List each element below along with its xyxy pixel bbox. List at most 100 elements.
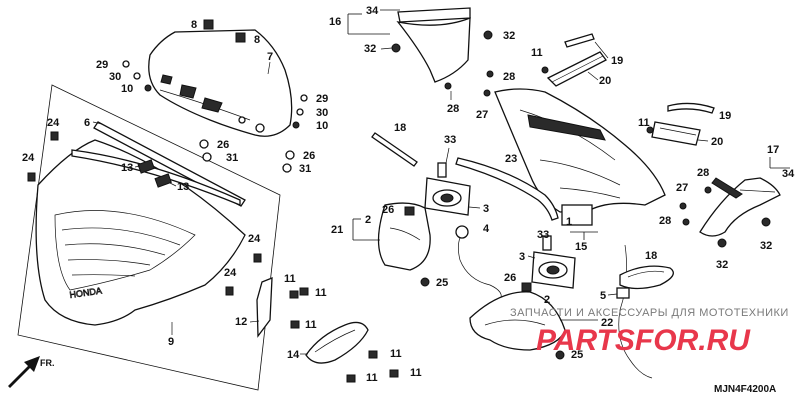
- upper-inner-panel: [391, 7, 494, 90]
- side-trim-12: [256, 277, 273, 338]
- garnish-lower: [646, 102, 715, 146]
- oval-trim-18b: 18: [619, 250, 674, 290]
- callout-24a: 24: [47, 117, 60, 129]
- callout-14: 14: [287, 349, 300, 361]
- callout-8b: 8: [254, 34, 260, 46]
- callout-24c: 24: [248, 233, 261, 245]
- callout-17: 17: [767, 144, 779, 156]
- callout-21: 21: [331, 224, 343, 236]
- callout-27b: 27: [676, 182, 688, 194]
- callout-10a: 10: [121, 83, 133, 95]
- garnish-callouts: 11 19 20 11 19 20: [531, 41, 731, 148]
- callout-28c: 28: [697, 167, 709, 179]
- top-trim-strip: [93, 121, 246, 207]
- front-direction-arrow: FR.: [8, 356, 55, 388]
- callout-34b: 34: [782, 168, 795, 180]
- callout-20b: 20: [711, 136, 723, 148]
- side-panel-callouts: 11 11 12 11 14 11 11 11: [235, 273, 422, 384]
- callout-23: 23: [505, 153, 517, 165]
- callout-18b: 18: [645, 250, 657, 262]
- callout-11d: 11: [390, 348, 402, 360]
- right-panel-callouts: 17 34 27 28 28 32 32: [659, 144, 795, 271]
- inner-cowl: [494, 88, 666, 226]
- windscreen: [35, 139, 246, 326]
- callout-25b: 25: [571, 349, 583, 361]
- callout-1: 1: [566, 216, 572, 228]
- callout-24d: 24: [224, 267, 237, 279]
- trim-23: [455, 157, 559, 221]
- windscreen-callouts: 6 24 24 24 24 13 13 9: [22, 117, 261, 348]
- callout-10b: 10: [316, 120, 328, 132]
- callout-13a: 13: [121, 162, 133, 174]
- callout-12: 12: [235, 316, 247, 328]
- callout-19b: 19: [719, 110, 731, 122]
- clip-13a: [137, 159, 155, 174]
- callout-32c: 32: [716, 259, 728, 271]
- windscreen-assembly: HONDA: [17, 84, 281, 391]
- callout-16: 16: [329, 16, 341, 28]
- callout-11h: 11: [638, 117, 650, 129]
- callout-28b: 28: [447, 103, 459, 115]
- callout-27a: 27: [476, 109, 488, 121]
- callout-4: 4: [483, 223, 490, 235]
- callout-11g: 11: [531, 47, 543, 59]
- trim-strips: 18: [371, 122, 559, 221]
- upper-edge-trim: [71, 149, 241, 206]
- callout-11b: 11: [315, 287, 327, 299]
- watermark-logo: PARTSFOR.RU: [536, 324, 751, 357]
- callout-31b: 31: [299, 163, 311, 175]
- side-panel-group: [256, 277, 399, 383]
- callout-11e: 11: [366, 372, 378, 384]
- upper-cowl: [148, 19, 293, 137]
- callout-2a: 2: [365, 214, 371, 226]
- callout-24b: 24: [22, 152, 35, 164]
- callout-5: 5: [600, 290, 606, 302]
- callout-13b: 13: [177, 181, 189, 193]
- callout-19a: 19: [611, 55, 623, 67]
- watermark: ЗАПЧАСТИ И АКСЕССУАРЫ ДЛЯ МОТОТЕХНИКИ PA…: [510, 307, 789, 357]
- callout-26b: 26: [303, 150, 315, 162]
- speaker-upper: [377, 162, 502, 301]
- callout-6: 6: [84, 117, 90, 129]
- callout-32b: 32: [503, 30, 515, 42]
- watermark-text: ЗАПЧАСТИ И АКСЕССУАРЫ ДЛЯ МОТОТЕХНИКИ: [510, 307, 789, 319]
- panel-14: [305, 321, 369, 364]
- diagram-code: MJN4F4200A: [714, 384, 776, 395]
- callout-30b: 30: [316, 107, 328, 119]
- inner-cowl-callouts: 1 15 23: [505, 153, 598, 253]
- speaker-upper-callouts: 33 3 26 2 21 4 25: [331, 134, 490, 289]
- callout-11f: 11: [410, 367, 422, 379]
- clip-8b: [235, 32, 246, 43]
- clip-8a: [203, 19, 214, 30]
- callout-33a: 33: [444, 134, 456, 146]
- callout-34a: 34: [366, 5, 379, 17]
- callout-2b: 2: [544, 294, 550, 306]
- callout-26d: 26: [504, 272, 516, 284]
- callout-28a: 28: [503, 71, 515, 83]
- callout-20a: 20: [599, 75, 611, 87]
- trim-18a: [371, 132, 418, 167]
- callout-11c: 11: [305, 319, 317, 331]
- speaker-lower-callouts: 33 3 26 2 22 5 25: [504, 229, 618, 361]
- callout-30a: 30: [109, 71, 121, 83]
- upper-inner-callouts: 34 16 32 32 28 28 27: [329, 5, 515, 121]
- callout-26a: 26: [217, 139, 229, 151]
- callout-15: 15: [575, 241, 587, 253]
- callout-3b: 3: [519, 251, 525, 263]
- callout-32d: 32: [760, 240, 772, 252]
- callout-22: 22: [601, 317, 613, 329]
- callout-3a: 3: [483, 203, 489, 215]
- callout-25a: 25: [436, 277, 448, 289]
- callout-8a: 8: [191, 19, 197, 31]
- speaker-lower: [469, 235, 653, 379]
- callout-32a: 32: [364, 43, 376, 55]
- callout-18a: 18: [394, 122, 406, 134]
- direction-label: FR.: [40, 358, 55, 368]
- clip-24-icons: [27, 131, 262, 296]
- callout-33b: 33: [537, 229, 549, 241]
- right-side-panel: [679, 177, 781, 248]
- callout-11a: 11: [284, 273, 296, 285]
- callout-31a: 31: [226, 152, 238, 164]
- cowl-callouts: 8 8 7 29 30 10 29 30 10 26 31 26 31: [96, 19, 328, 175]
